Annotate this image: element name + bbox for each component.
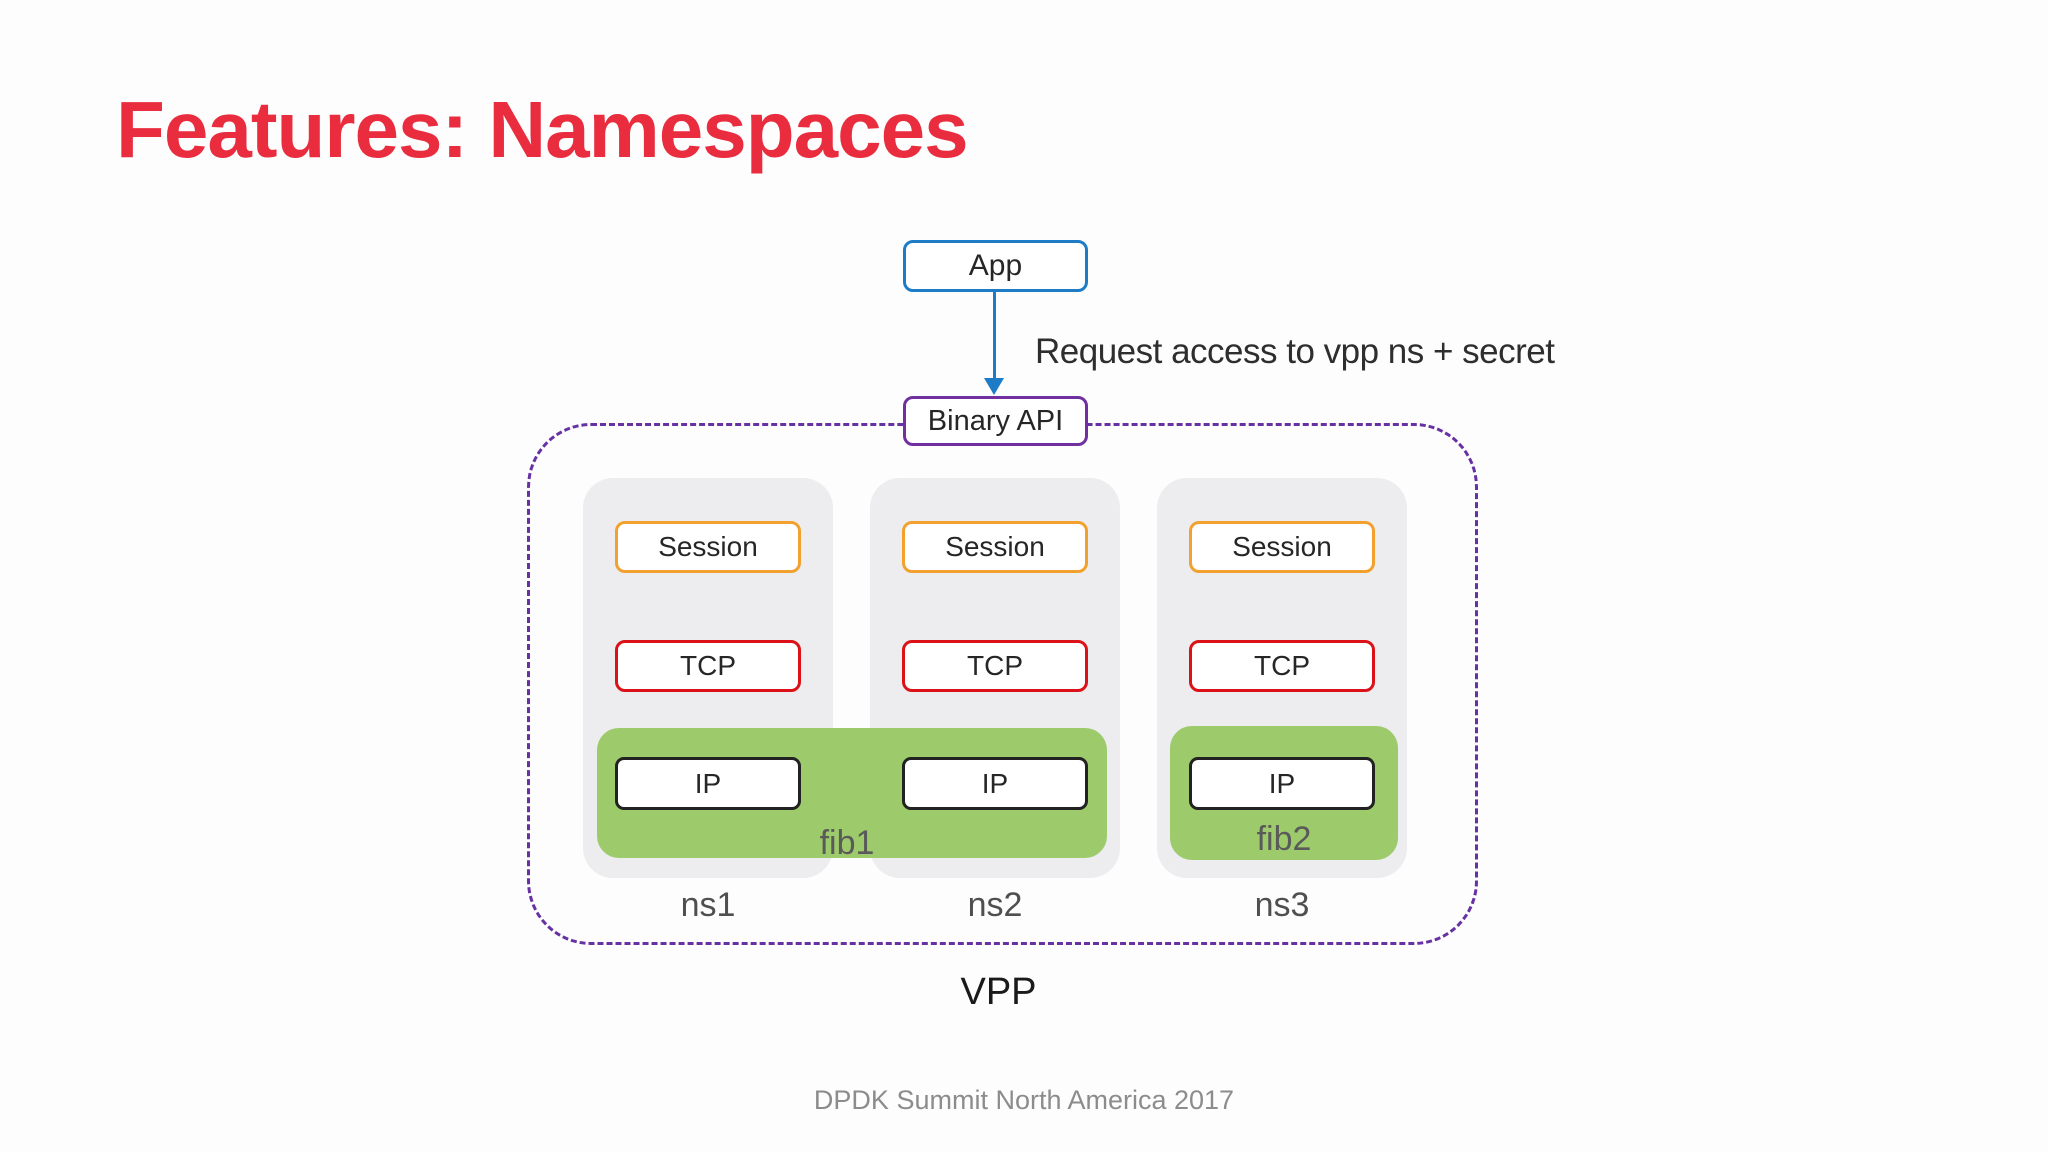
tcp-label: TCP (967, 650, 1023, 681)
tcp-label: TCP (680, 650, 736, 681)
tcp-box-ns2: TCP (902, 640, 1088, 692)
ns3-label: ns3 (1254, 886, 1310, 924)
tcp-box-ns3: TCP (1189, 640, 1375, 692)
ip-label: IP (981, 767, 1009, 799)
request-access-label: Request access to vpp ns + secret (1035, 332, 1555, 371)
ip-label: IP (694, 767, 722, 799)
tcp-box-ns1: TCP (615, 640, 801, 692)
app-box-label: App (968, 249, 1023, 282)
session-label: Session (658, 531, 758, 562)
ip-label: IP (1268, 767, 1296, 799)
session-label: Session (1232, 531, 1332, 562)
ip-box-ns2: IP (902, 757, 1088, 810)
ip-box-ns1: IP (615, 757, 801, 810)
binary-api-label: Binary API (927, 404, 1064, 437)
ip-box-ns3: IP (1189, 757, 1375, 810)
arrow-down-icon (984, 378, 1004, 395)
ns2-label: ns2 (967, 886, 1023, 924)
session-box-ns2: Session (902, 521, 1088, 573)
app-box: App (903, 240, 1088, 292)
fib1-label: fib1 (819, 824, 875, 862)
footer-text: DPDK Summit North America 2017 (813, 1085, 1235, 1115)
tcp-label: TCP (1254, 650, 1310, 681)
vpp-label: VPP (960, 971, 1037, 1013)
binary-api-box: Binary API (903, 396, 1088, 446)
session-label: Session (945, 531, 1045, 562)
session-box-ns1: Session (615, 521, 801, 573)
fib2-label: fib2 (1256, 820, 1312, 858)
ns1-label: ns1 (680, 886, 736, 924)
request-arrow-line (993, 292, 996, 380)
session-box-ns3: Session (1189, 521, 1375, 573)
slide-title: Features: Namespaces (116, 85, 969, 174)
